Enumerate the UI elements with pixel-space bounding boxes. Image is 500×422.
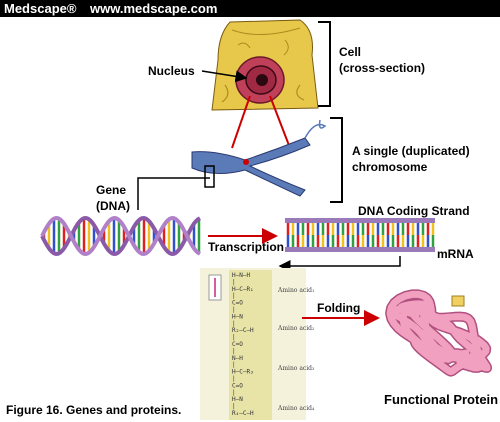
zoom-line-left	[231, 95, 251, 149]
brand-logo[interactable]: Medscape®	[4, 1, 77, 16]
cell-bracket	[318, 21, 331, 107]
svg-text:|: |	[232, 334, 236, 341]
svg-text:|: |	[232, 293, 236, 300]
svg-text:|: |	[232, 403, 236, 410]
chromosome-illustration	[191, 119, 327, 197]
label-mrna: mRNA	[437, 247, 474, 261]
amino-acid-label: Amino acid₃	[277, 365, 315, 372]
svg-text:|: |	[232, 320, 236, 327]
label-chromosome-line1: A single (duplicated)	[352, 144, 470, 158]
cell-illustration	[211, 19, 319, 111]
mrna-to-protein-arrow	[278, 256, 401, 272]
label-chromosome-line2: chromosome	[352, 160, 428, 174]
label-cell: Cell	[339, 45, 362, 59]
svg-text:|: |	[232, 279, 236, 286]
figure-caption: Figure 16. Genes and proteins.	[6, 403, 182, 417]
svg-text:H—N—H: H—N—H	[232, 272, 250, 279]
zoom-line-right	[269, 95, 291, 149]
amino-acid-label: Amino acid₄	[277, 405, 315, 412]
gene-pointer	[137, 177, 210, 210]
svg-text:H—N: H—N	[232, 396, 243, 403]
label-functional-protein: Functional Protein	[384, 392, 499, 407]
amino-acid-label: Amino acid₁	[277, 287, 314, 294]
dna-double-helix	[40, 215, 201, 257]
svg-text:H—N: H—N	[232, 313, 243, 320]
label-gene-dna: (DNA)	[96, 199, 130, 213]
functional-protein-illustration	[385, 289, 493, 377]
svg-text:H—C—R₁: H—C—R₁	[232, 286, 254, 293]
svg-text:C=O: C=O	[232, 341, 243, 348]
amino-acid-chain: H—N—H |H—C—R₁ | C=O |H—N |R₂—C—H | C=O |…	[200, 268, 315, 420]
header-bar: Medscape® www.medscape.com	[0, 0, 500, 17]
svg-text:|: |	[232, 307, 236, 314]
svg-text:|: |	[232, 389, 236, 396]
svg-text:C=O: C=O	[232, 300, 243, 307]
chromosome-bracket	[330, 117, 343, 203]
label-gene: Gene	[96, 183, 127, 197]
svg-text:R₄—C—H: R₄—C—H	[232, 410, 254, 417]
svg-text:H—C—R₃: H—C—R₃	[232, 369, 254, 376]
site-url[interactable]: www.medscape.com	[90, 1, 218, 16]
svg-text:N—H: N—H	[232, 355, 243, 362]
label-transcription: Transcription	[208, 240, 285, 254]
gene-box	[204, 165, 215, 188]
svg-text:R₂—C—H: R₂—C—H	[232, 327, 254, 334]
nucleus-pointer	[201, 70, 248, 83]
dna-mrna-ladder	[285, 218, 435, 252]
amino-acid-label: Amino acid₂	[277, 325, 315, 332]
svg-text:|: |	[232, 348, 236, 355]
label-folding: Folding	[317, 301, 361, 315]
svg-text:C=O: C=O	[232, 382, 243, 389]
svg-text:|: |	[232, 376, 236, 383]
label-cell-cross-section: (cross-section)	[339, 61, 426, 75]
label-nucleus: Nucleus	[148, 64, 195, 78]
svg-text:|: |	[232, 362, 236, 369]
label-dna-coding-strand: DNA Coding Strand	[358, 204, 470, 218]
